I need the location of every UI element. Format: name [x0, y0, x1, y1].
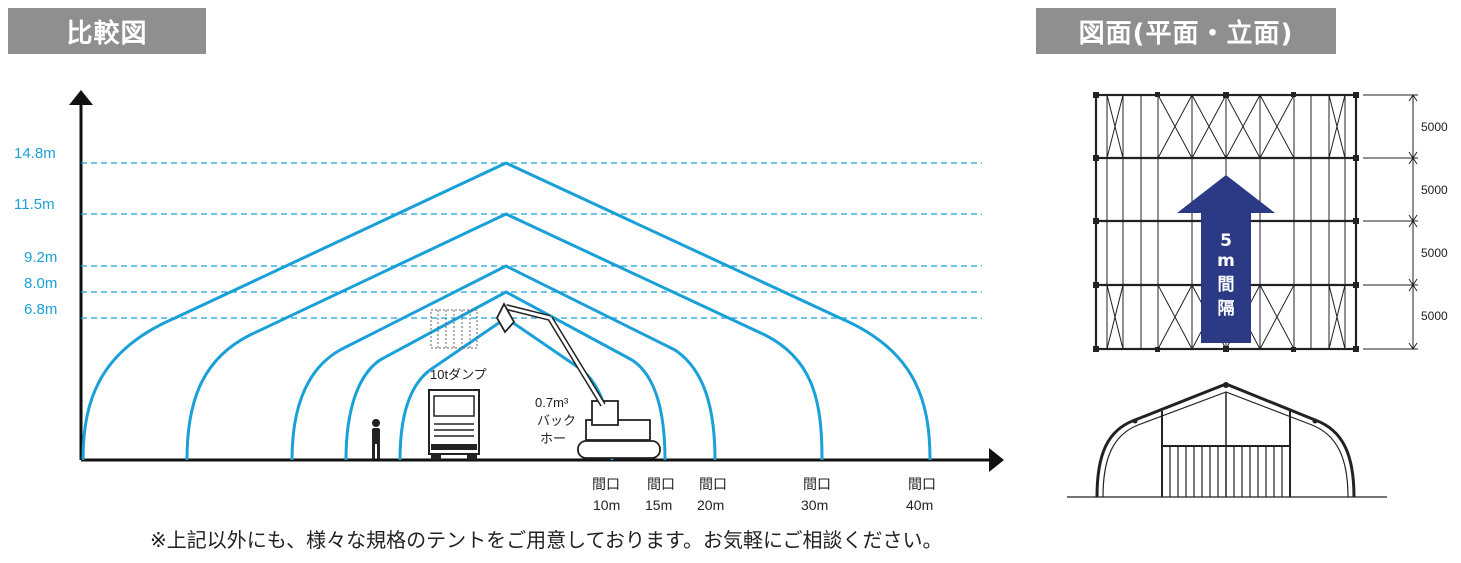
svg-text:ホー: ホー — [540, 431, 566, 446]
span-label-bottom: 30m — [801, 497, 828, 513]
height-label-6-8: 6.8m — [24, 301, 57, 318]
height-label-9-2: 9.2m — [24, 249, 57, 266]
tent-20m — [290, 264, 717, 461]
footnote: ※上記以外にも、様々な規格のテントをご用意しております。お気軽にご相談ください。 — [150, 528, 943, 552]
x-axis-arrow — [989, 448, 1004, 472]
dimension-lines — [1363, 94, 1418, 350]
svg-text:隔: 隔 — [1218, 299, 1235, 319]
comparison-title-badge: 比較図 — [8, 8, 206, 54]
tent-15m — [344, 290, 667, 461]
height-labels: 14.8m 11.5m 9.2m 8.0m 6.8m — [14, 145, 57, 318]
person-icon — [372, 419, 380, 459]
backhoe-label: 0.7m³ バック ホー — [535, 395, 576, 446]
height-guides — [81, 162, 982, 319]
svg-text:5000: 5000 — [1421, 309, 1448, 323]
height-label-14-8: 14.8m — [14, 145, 56, 162]
drawing-title-badge: 図面(平面・立面) — [1036, 8, 1336, 54]
span-label-top: 間口 — [699, 476, 727, 492]
comparison-title: 比較図 — [66, 18, 148, 49]
dump-truck-icon — [428, 309, 480, 460]
backhoe-icon — [495, 302, 661, 459]
y-axis-arrow — [69, 90, 93, 105]
height-label-8-0: 8.0m — [24, 275, 57, 292]
span-label-bottom: 20m — [697, 497, 724, 513]
svg-text:5000: 5000 — [1421, 246, 1448, 260]
elevation-view — [1067, 382, 1387, 498]
span-label-bottom: 40m — [906, 497, 933, 513]
dump-truck-label: 10tダンプ — [430, 367, 487, 382]
dimension-labels: 5000 5000 5000 5000 — [1421, 120, 1448, 323]
axes — [69, 90, 1004, 472]
drawing-title: 図面(平面・立面) — [1078, 18, 1294, 49]
tent-30m — [185, 212, 824, 461]
svg-text:m: m — [1217, 251, 1235, 271]
span-label-top: 間口 — [803, 476, 831, 492]
svg-text:0.7m³: 0.7m³ — [535, 395, 569, 410]
svg-text:バック: バック — [537, 413, 576, 428]
bay-interval-arrow: 5 m 間 隔 — [1177, 175, 1275, 343]
span-label-bottom: 10m — [593, 497, 620, 513]
span-label-bottom: 15m — [645, 497, 672, 513]
span-label-top: 間口 — [647, 476, 675, 492]
tent-40m — [81, 161, 932, 461]
svg-text:5000: 5000 — [1421, 120, 1448, 134]
svg-text:間: 間 — [1218, 275, 1235, 295]
tent-profiles — [81, 161, 932, 461]
svg-text:5: 5 — [1220, 231, 1232, 251]
span-labels: 間口 10m 間口 15m 間口 20m 間口 30m 間口 40m — [592, 476, 936, 513]
svg-text:5000: 5000 — [1421, 183, 1448, 197]
span-label-top: 間口 — [908, 476, 936, 492]
span-label-top: 間口 — [592, 476, 620, 492]
height-label-11-5: 11.5m — [14, 196, 55, 213]
